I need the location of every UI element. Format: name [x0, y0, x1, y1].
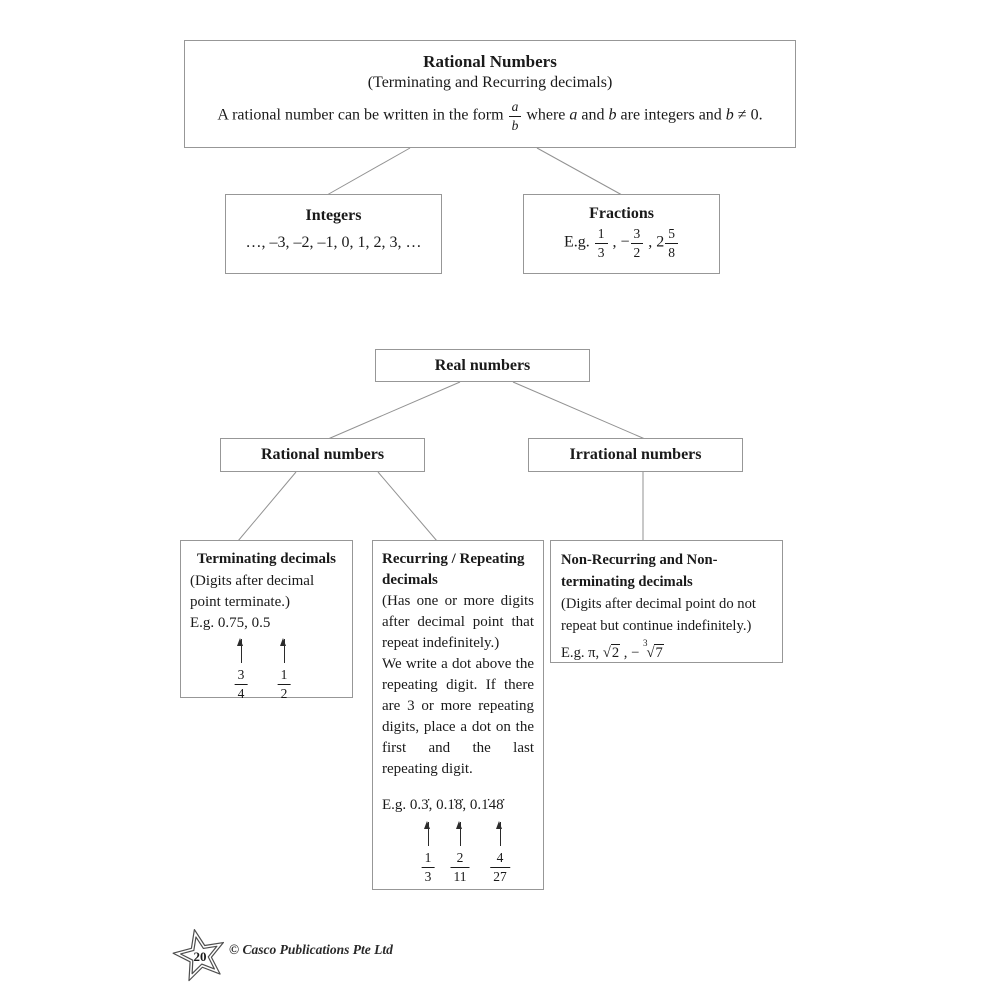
- node-title: Irrational numbers: [569, 446, 702, 463]
- node-definition: A rational number can be written in the …: [217, 99, 763, 133]
- node-example: E.g. 0.75, 0.5: [190, 615, 271, 631]
- up-arrow: [456, 821, 462, 846]
- copyright-text: © Casco Publications Pte Ltd: [229, 942, 393, 957]
- fraction-three-quarters: 3 4: [234, 667, 248, 701]
- up-arrow: [280, 638, 286, 663]
- up-arrow: [424, 821, 430, 846]
- node-example: E.g. 0.3̇, 0.1̇8̇, 0.1̇48̇: [382, 797, 504, 813]
- node-description: (Digits after decimal point terminate.): [190, 573, 315, 610]
- node-title: Rational Numbers: [423, 52, 557, 71]
- fraction-one-third: 1 3: [421, 850, 435, 884]
- star-icon: 20: [172, 928, 225, 982]
- node-rational-numbers: Rational numbers: [220, 438, 425, 472]
- node-description: (Has one or more digits after decimal po…: [382, 593, 534, 651]
- node-title: Fractions: [589, 205, 654, 222]
- node-title: Integers: [305, 207, 362, 224]
- node-description: (Digits after decimal point do not repea…: [561, 596, 756, 634]
- node-nonrecurring-decimals: Non-Recurring and Non-terminating decima…: [550, 540, 783, 663]
- integers-values: …, –3, –2, –1, 0, 1, 2, 3, …: [245, 234, 422, 251]
- node-title: Rational numbers: [260, 446, 385, 463]
- node-rational-numbers-root: Rational Numbers (Terminating and Recurr…: [184, 40, 796, 148]
- node-title: Terminating decimals: [196, 551, 337, 567]
- up-arrow: [237, 638, 243, 663]
- fraction-four-twentysevenths: 4 27: [490, 850, 510, 884]
- node-terminating-decimals: Terminating decimals (Digits after decim…: [180, 540, 353, 701]
- node-title: Real numbers: [434, 356, 531, 374]
- node-subtitle: (Terminating and Recurring decimals): [367, 74, 613, 91]
- node-title: Recurring / Repeating decimals: [382, 551, 525, 588]
- fraction-two-elevenths: 2 11: [450, 850, 470, 884]
- node-title: Non-Recurring and Non-terminating decima…: [561, 552, 718, 590]
- fraction-one-half: 1 2: [277, 667, 291, 701]
- node-recurring-decimals: Recurring / Repeating decimals (Has one …: [372, 540, 544, 890]
- node-example: E.g. π, √2 , − 3√7: [561, 638, 664, 661]
- node-note: We write a dot above the repeating digit…: [382, 656, 534, 777]
- node-integers: Integers …, –3, –2, –1, 0, 1, 2, 3, …: [225, 194, 442, 274]
- page-number: 20: [194, 949, 207, 964]
- node-real-numbers: Real numbers: [375, 349, 590, 382]
- up-arrow: [496, 821, 502, 846]
- node-irrational-numbers: Irrational numbers: [528, 438, 743, 472]
